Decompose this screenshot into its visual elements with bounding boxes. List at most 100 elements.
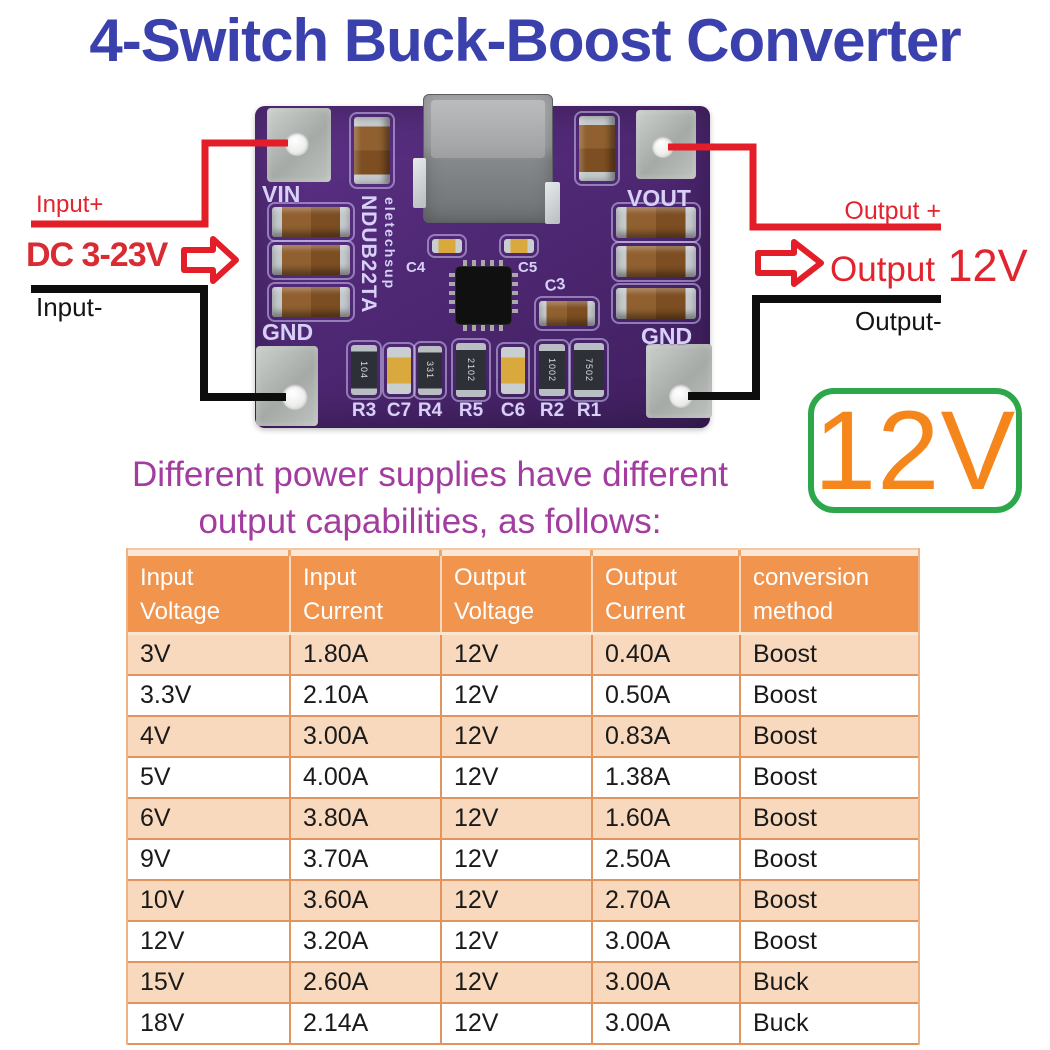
mounting-hole <box>282 384 308 410</box>
table-cell: 3.00A <box>593 1004 741 1045</box>
table-cell: 6V <box>128 799 291 840</box>
capacitor <box>611 241 701 282</box>
solder-tab <box>413 158 426 208</box>
capacitor-c5 <box>499 234 539 258</box>
silkscreen-ref: C7 <box>386 400 412 421</box>
silkscreen-gnd-left: GND <box>262 319 314 345</box>
silkscreen-ref: R1 <box>576 400 602 421</box>
table-cell: 12V <box>442 1004 593 1045</box>
resistor-r5: 2102 <box>451 338 491 402</box>
table-cell: 0.83A <box>593 717 741 758</box>
table-cell: 12V <box>128 922 291 963</box>
caption: Different power supplies have different … <box>55 451 805 545</box>
silkscreen-ref: R3 <box>351 400 377 421</box>
ic-pins <box>463 325 505 331</box>
resistor-code: 1002 <box>547 357 557 383</box>
silkscreen-c3: C3 <box>543 275 567 296</box>
silkscreen-ref: R5 <box>458 400 484 421</box>
silkscreen-ref: C6 <box>500 400 526 421</box>
table-cell: 3.20A <box>291 922 442 963</box>
table-cell: 15V <box>128 963 291 1004</box>
table-cell: 2.60A <box>291 963 442 1004</box>
output-voltage-value: 12V <box>947 240 1028 291</box>
mounting-hole <box>285 132 309 156</box>
capacitor <box>267 282 355 322</box>
table-cell: 12V <box>442 799 593 840</box>
capacitor-c3 <box>534 296 600 331</box>
table-cell: 5V <box>128 758 291 799</box>
table-top-strip <box>128 548 918 556</box>
input-minus-label: Input- <box>36 292 103 322</box>
table-cell: 9V <box>128 840 291 881</box>
silkscreen-c5: C5 <box>518 259 538 276</box>
output-plus-label: Output + <box>844 197 941 225</box>
silkscreen-ref: R4 <box>417 400 443 421</box>
capacitor <box>349 112 395 189</box>
table-cell: 4V <box>128 717 291 758</box>
table-cell: 3.00A <box>593 963 741 1004</box>
caption-line-1: Different power supplies have different <box>131 455 728 494</box>
resistor-r2: 1002 <box>534 339 570 401</box>
table-cell: Boost <box>741 922 918 963</box>
badge-text: 12V <box>813 387 1017 513</box>
table-cell: 3.70A <box>291 840 442 881</box>
table-cell: 2.10A <box>291 676 442 717</box>
table-cell: 12V <box>442 840 593 881</box>
table-cell: 12V <box>442 922 593 963</box>
table-cell: 18V <box>128 1004 291 1045</box>
resistor-code: 104 <box>359 360 369 380</box>
table-cell: 2.70A <box>593 881 741 922</box>
capacitor <box>611 283 701 324</box>
table-cell: 3.3V <box>128 676 291 717</box>
ic-pins <box>512 273 518 318</box>
capacitor-c4 <box>427 234 467 258</box>
table-cell: 12V <box>442 758 593 799</box>
table-cell: Buck <box>741 963 918 1004</box>
table-cell: Boost <box>741 758 918 799</box>
capacitor-c7 <box>382 342 416 399</box>
silkscreen-brand: eletechsup <box>382 197 398 291</box>
page-title: 4-Switch Buck-Boost Converter <box>89 7 961 74</box>
input-plus-label: Input+ <box>36 191 104 218</box>
table-cell: 2.14A <box>291 1004 442 1045</box>
table-cell: 4.00A <box>291 758 442 799</box>
table-cell: 1.60A <box>593 799 741 840</box>
table-cell: 0.50A <box>593 676 741 717</box>
solder-tab <box>545 182 560 224</box>
table-cell: 3.00A <box>593 922 741 963</box>
table-cell: Boost <box>741 676 918 717</box>
table-cell: 12V <box>442 717 593 758</box>
resistor-code: 331 <box>425 361 435 380</box>
mounting-hole <box>652 136 674 158</box>
capacitor <box>267 240 355 280</box>
table-cell: Boost <box>741 799 918 840</box>
silkscreen-ref: R2 <box>539 400 565 421</box>
table-cell: 1.80A <box>291 635 442 676</box>
table-cell: 1.38A <box>593 758 741 799</box>
input-arrow-icon <box>181 236 239 284</box>
output-voltage-badge: 12V <box>808 388 1022 513</box>
table-cell: 3.80A <box>291 799 442 840</box>
silkscreen-vin: VIN <box>262 181 301 207</box>
silkscreen-gnd-right: GND <box>641 323 693 349</box>
ic-pins <box>449 273 455 318</box>
ic-pins <box>463 260 505 266</box>
table-cell: Boost <box>741 881 918 922</box>
capacitor <box>574 111 620 186</box>
table-cell: 12V <box>442 635 593 676</box>
resistor-r3: 104 <box>346 340 382 400</box>
resistor-code: 7502 <box>584 357 594 383</box>
mounting-hole <box>669 384 693 408</box>
output-minus-label: Output- <box>855 306 942 336</box>
table-cell: 12V <box>442 676 593 717</box>
table-cell: Boost <box>741 635 918 676</box>
